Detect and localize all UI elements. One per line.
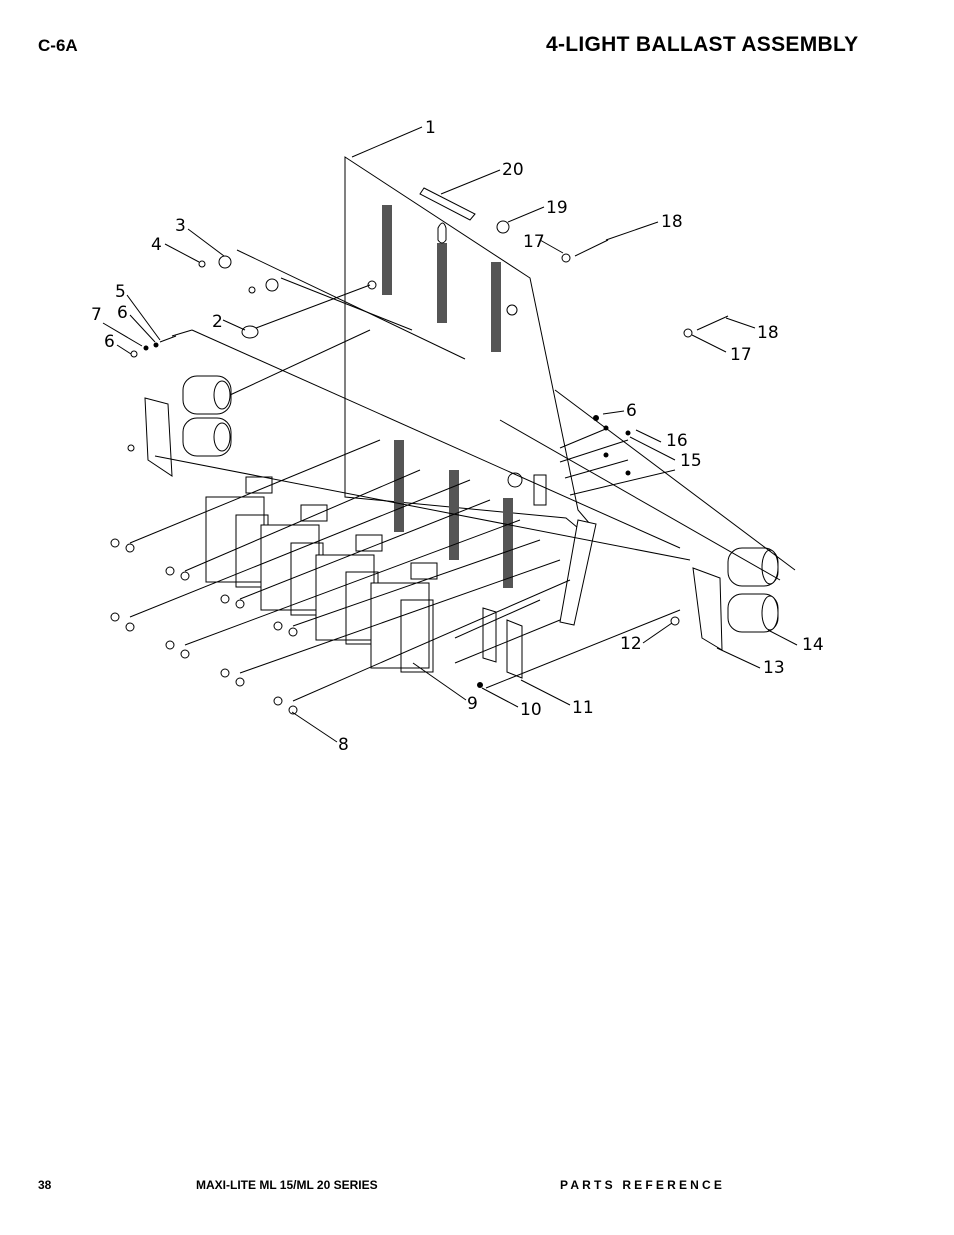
terminal-nut [477,682,483,688]
callout-1: 1 [425,118,436,138]
callout-2: 2 [212,312,223,332]
grommet [496,220,510,234]
terminal-cover [506,619,523,679]
bolt-lower [683,315,729,338]
callout-15: 15 [680,451,702,471]
callout-11: 11 [572,698,594,718]
small-hardware-left [130,335,177,358]
page-number: 38 [38,1178,52,1192]
callout-18-lower: 18 [757,323,779,343]
section-code: C-6A [38,36,78,55]
callout-10: 10 [520,700,542,720]
callout-13: 13 [763,658,785,678]
callout-6-top: 6 [117,303,128,323]
handle [419,187,476,221]
callout-14: 14 [802,635,824,655]
ballast-3 [315,534,383,645]
callout-17-lower: 17 [730,345,752,365]
series-name: MAXI-LITE ML 15/ML 20 SERIES [196,1178,378,1192]
capacitor-clip-left [144,397,173,477]
callout-12: 12 [620,634,642,654]
clip-nut-right [670,616,680,626]
ballast-screws [110,538,298,715]
capacitor-left [182,375,232,457]
cable-clamp [198,255,279,339]
callout-labels: 1 20 19 18 17 18 17 3 4 5 2 7 6 6 6 16 1… [91,118,824,755]
back-panel [344,156,591,588]
leader-lines [102,126,798,743]
mounting-bracket [559,519,597,626]
vent-slots [382,205,513,588]
callout-6-right: 6 [626,401,637,421]
callout-16: 16 [666,431,688,451]
callout-6-bottom: 6 [104,332,115,352]
section-name: PARTS REFERENCE [560,1178,726,1192]
capacitor-clip-right [692,567,723,651]
terminal-plate [482,607,497,663]
callout-20: 20 [502,160,524,180]
callout-7: 7 [91,305,102,325]
callout-8: 8 [338,735,349,755]
callout-18-upper: 18 [661,212,683,232]
callout-19: 19 [546,198,568,218]
ballast-2 [260,504,328,616]
page-title: 4-LIGHT BALLAST ASSEMBLY [546,33,859,56]
callout-5: 5 [115,282,126,302]
ballast-1 [205,476,273,588]
callout-17-upper: 17 [523,232,545,252]
clip-screw-left [127,444,135,452]
callout-3: 3 [175,216,186,236]
capacitor-right [727,547,779,633]
bolt-upper [561,239,609,263]
callout-9: 9 [467,694,478,714]
callout-4: 4 [151,235,162,255]
